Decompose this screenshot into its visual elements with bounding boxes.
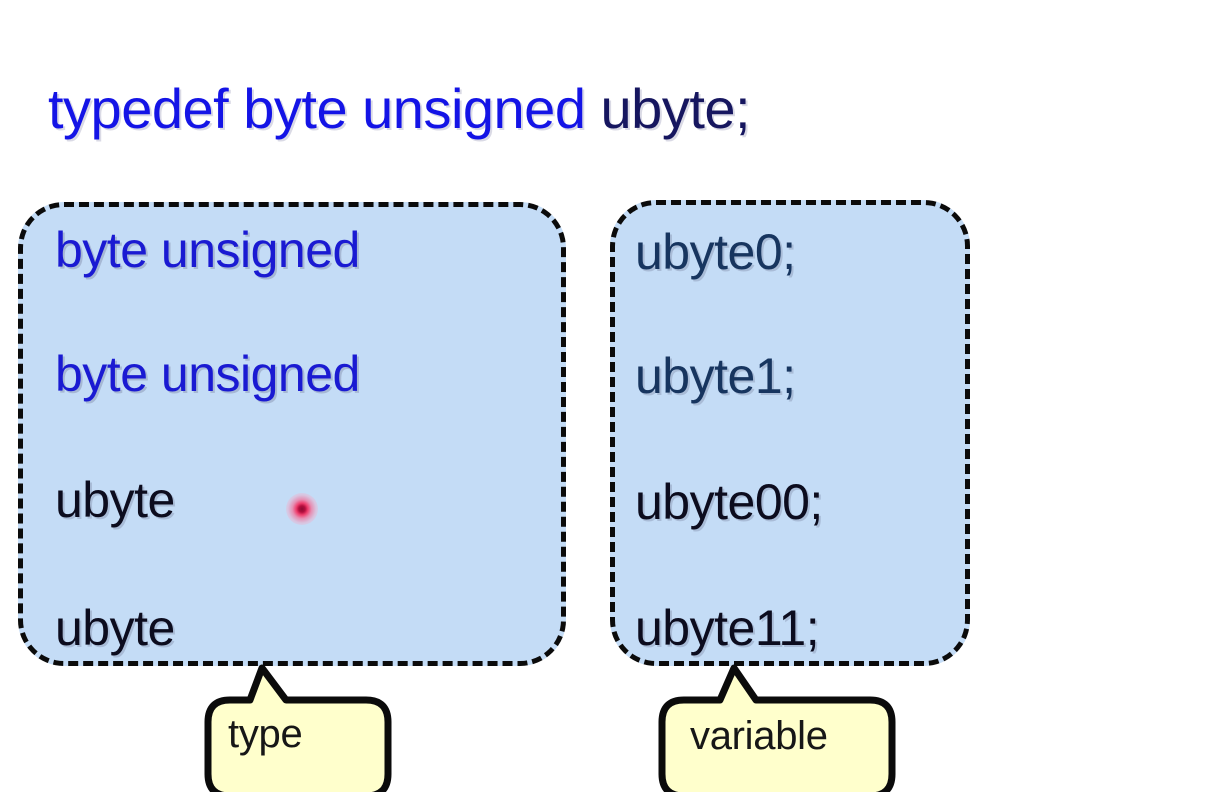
type-line-3: ubyte xyxy=(55,472,175,528)
type-panel: byte unsigned byte unsigned ubyte ubyte xyxy=(18,202,566,666)
type-line-1: byte unsigned xyxy=(55,222,360,278)
type-line-4: ubyte xyxy=(55,600,175,656)
variable-line-2: ubyte1; xyxy=(635,348,796,404)
variable-callout-shape xyxy=(658,664,896,792)
type-callout-label: type xyxy=(228,712,303,756)
type-panel-lines: byte unsigned byte unsigned ubyte ubyte xyxy=(23,207,561,661)
page-title: typedef byte unsigned ubyte; xyxy=(48,77,751,140)
variable-callout-label: variable xyxy=(690,714,828,758)
laser-pointer-dot-icon xyxy=(286,493,318,525)
variable-callout: variable xyxy=(652,662,902,792)
type-callout-shape xyxy=(204,664,392,792)
title-identifier-text: ubyte; xyxy=(585,77,751,140)
variable-line-4: ubyte11; xyxy=(635,600,820,656)
variable-line-3: ubyte00; xyxy=(635,474,823,530)
variable-panel: ubyte0; ubyte1; ubyte00; ubyte11; xyxy=(610,200,970,666)
variable-panel-lines: ubyte0; ubyte1; ubyte00; ubyte11; xyxy=(615,205,965,661)
title-keyword-text: typedef byte unsigned xyxy=(48,77,586,140)
variable-line-1: ubyte0; xyxy=(635,224,796,280)
type-callout: type xyxy=(198,662,398,792)
type-line-2: byte unsigned xyxy=(55,346,360,402)
